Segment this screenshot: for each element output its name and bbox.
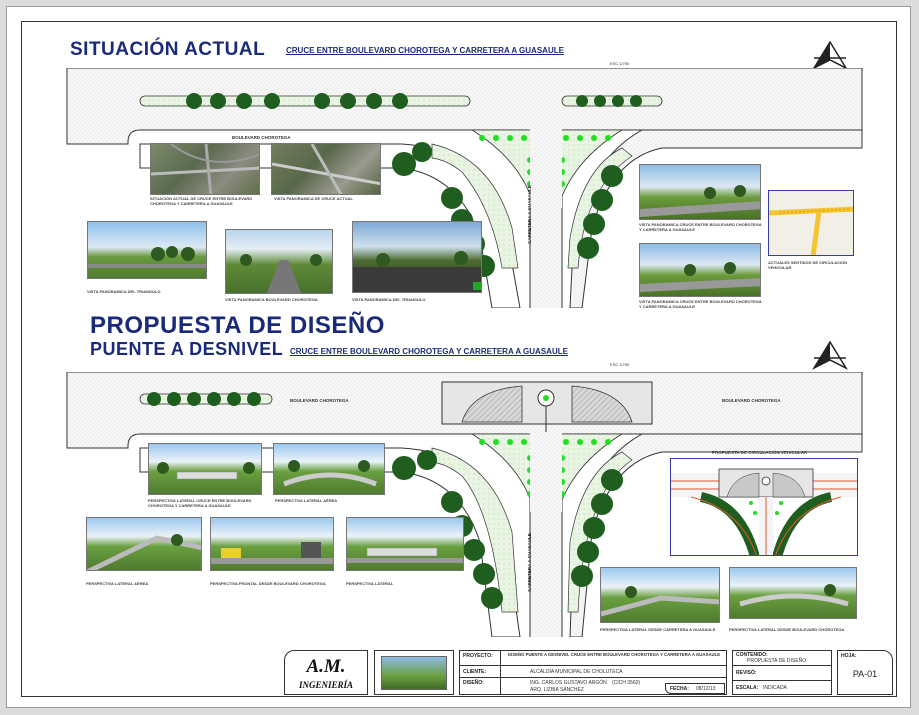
caption-right1: VISTA PANORAMICA CRUCE ENTRE BOULEVARD C… <box>639 222 762 232</box>
cliente-label: CLIENTE: <box>463 669 487 675</box>
caption-p7: PERSPECTIVA LATERAL DESDE BOULEVARD CHOR… <box>729 627 845 632</box>
proposal-title2: PUENTE A DESNIVEL <box>90 339 284 359</box>
caption-pano2: VISTA PANORAMICA BOULEVARD CHOROTEGA <box>225 297 318 302</box>
current-road-boulevard-label: BOULEVARD CHOROTEGA <box>232 135 291 140</box>
panorama-photo-3 <box>352 221 482 293</box>
perspective-photo-6 <box>600 567 720 623</box>
drawing-frame: SITUACIÓN ACTUAL CRUCE ENTRE BOULEVARD C… <box>21 21 897 697</box>
traffic-map <box>768 190 854 256</box>
perspective-photo-1 <box>148 443 262 495</box>
diseno-value1: ING. CARLOS GUSTAVO ARGÓN <box>530 680 607 686</box>
proyecto-label: PROYECTO: <box>463 653 493 659</box>
panorama-photo-1 <box>87 221 207 279</box>
north-arrow-icon-2 <box>812 340 848 370</box>
logo-box: A.M. INGENIERÍA <box>284 650 368 695</box>
contenido-label: CONTENIDO: <box>736 652 768 658</box>
caption-pano1: VISTA PANORAMICA DEL TRIANGULO <box>87 289 161 294</box>
proposal-subtitle: CRUCE ENTRE BOULEVARD CHOROTEGA Y CARRET… <box>290 347 568 356</box>
aerial-photo-1 <box>150 143 260 195</box>
caption-p1: PERSPECTIVA LATERAL CRUCE ENTRE BOULEVAR… <box>148 498 252 508</box>
escala-label: ESCALA: <box>736 685 759 691</box>
caption-p2: PERSPECTIVA LATERAL AÉREA <box>275 498 338 503</box>
current-scale: ESC 1/750 <box>610 61 630 66</box>
proyecto-value: DISEÑO PUENTE A DESNIVEL CRUCE ENTRE BOU… <box>507 652 721 657</box>
caption-map: ACTUALES SENTIDOS DE CIRCULACIÓN VEHICUL… <box>768 260 848 270</box>
diseno-value2: ARQ. LIZBIA SÁNCHEZ <box>530 687 584 693</box>
hoja-label: HOJA: <box>841 653 857 659</box>
proposal-road-carretera-label: CARRETERA A GUASAULE <box>527 533 532 592</box>
diseno-label: DISEÑO: <box>463 680 484 686</box>
caption-right2: VISTA PANORAMICA CRUCE ENTRE BOULEVARD C… <box>639 299 762 309</box>
caption-pano3: VISTA PANORAMICA DEL TRIANGULO <box>352 297 426 302</box>
logo-sub: INGENIERÍA <box>298 680 354 690</box>
caption-aerial2: VISTA PANORAMICA DE CRUCE ACTUAL <box>274 196 353 201</box>
thumbnail-image <box>381 656 447 690</box>
inset-title: PROPUESTA DE CIRCULACIÓN VEHICULAR <box>712 450 808 455</box>
proposal-title: PROPUESTA DE DISEÑO <box>90 312 385 339</box>
circulation-inset <box>670 458 858 556</box>
right-photo-1 <box>639 164 761 220</box>
current-subtitle: CRUCE ENTRE BOULEVARD CHOROTEGA Y CARRET… <box>286 46 564 55</box>
panorama-photo-2 <box>225 229 333 294</box>
escala-value: INDICADA <box>763 685 787 691</box>
perspective-photo-3 <box>86 517 202 571</box>
current-title: SITUACIÓN ACTUAL <box>70 39 266 60</box>
project-info-box: PROYECTO: DISEÑO PUENTE A DESNIVEL CRUCE… <box>459 650 727 695</box>
caption-p5: PERSPECTIVA LATERAL <box>346 581 394 586</box>
caption-p6: PERSPECTIVA LATERAL DESDE CARRETERA A GU… <box>600 627 716 632</box>
sheet-number-box: HOJA: PA-01 <box>837 650 893 695</box>
proposal-scale: ESC 1/750 <box>610 362 630 367</box>
perspective-photo-5 <box>346 517 464 571</box>
cliente-value: ALCALDÍA MUNICIPAL DE CHOLUTECA <box>530 669 623 675</box>
caption-p3: PERSPECTIVA LATERAL AÉREA <box>86 581 149 586</box>
logo-main: A.M. <box>306 656 346 677</box>
drawing-sheet: SITUACIÓN ACTUAL CRUCE ENTRE BOULEVARD C… <box>6 6 911 708</box>
caption-aerial1: SITUACIÓN ACTUAL DE CRUCE ENTRE BOULEVAR… <box>150 196 253 206</box>
fecha-value: 08/12/13 <box>696 686 716 692</box>
reviso-label: REVISÓ: <box>736 670 757 676</box>
proposal-road-boulevard-left: BOULEVARD CHOROTEGA <box>290 398 349 403</box>
contenido-value: PROPUESTA DE DISEÑO <box>747 658 807 664</box>
content-box: CONTENIDO: PROPUESTA DE DISEÑO REVISÓ: E… <box>732 650 832 695</box>
perspective-photo-4 <box>210 517 334 571</box>
thumbnail-box <box>374 650 454 695</box>
north-arrow-icon <box>812 40 848 70</box>
perspective-photo-7 <box>729 567 857 619</box>
caption-p4: PERSPECTIVA FRONTAL DESDE BOULEVARD CHOR… <box>210 581 326 586</box>
fecha-box: FECHA: 08/12/13 <box>665 683 725 694</box>
diseno-code: (CICH 3560) <box>612 680 641 686</box>
current-road-carretera-label: CARRETERA A GUASAULE <box>527 185 532 244</box>
proposal-road-boulevard-right: BOULEVARD CHOROTEGA <box>722 398 781 403</box>
perspective-photo-2 <box>273 443 385 495</box>
fecha-label: FECHA: <box>670 686 689 692</box>
right-photo-2 <box>639 243 761 297</box>
aerial-photo-2 <box>271 143 381 195</box>
hoja-value: PA-01 <box>852 669 878 679</box>
